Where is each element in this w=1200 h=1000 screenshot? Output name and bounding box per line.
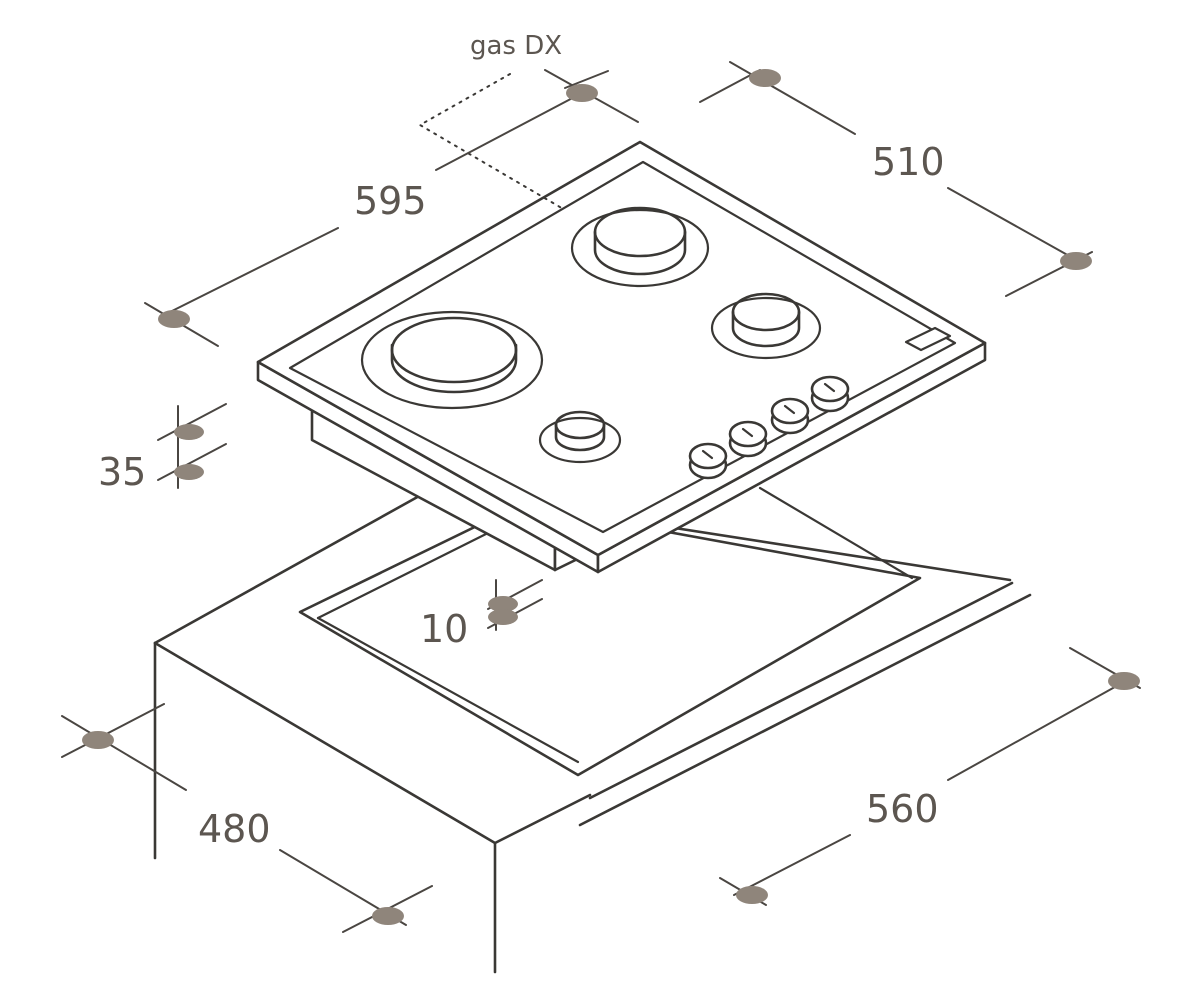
burner-medium-back	[570, 206, 710, 288]
dimension-595: 595	[144, 69, 639, 347]
dimension-480: 480	[61, 703, 433, 933]
dimension-595-label: 595	[354, 179, 427, 223]
knob-2	[728, 420, 768, 458]
dimension-510: 510	[699, 61, 1093, 297]
control-knobs	[688, 375, 850, 480]
dimension-10-label: 10	[420, 607, 468, 651]
badge-plate	[904, 326, 952, 352]
gas-connection-label: gas DX	[470, 31, 562, 61]
dimension-480-label: 480	[198, 807, 271, 851]
dimension-35-label: 35	[98, 450, 146, 494]
burner-large	[360, 310, 544, 410]
dimension-510-label: 510	[872, 140, 945, 184]
dimension-560: 560	[719, 647, 1141, 906]
dimension-10: 10	[420, 579, 543, 651]
dimension-560-label: 560	[866, 787, 939, 831]
knob-3	[770, 397, 810, 435]
burner-medium-right	[710, 292, 822, 360]
gas-connection-indicator: gas DX	[417, 31, 566, 211]
knob-1	[688, 442, 728, 480]
dimension-35: 35	[98, 403, 227, 494]
gas-hob	[256, 140, 987, 574]
burner-small	[538, 410, 622, 464]
knob-4	[810, 375, 850, 413]
